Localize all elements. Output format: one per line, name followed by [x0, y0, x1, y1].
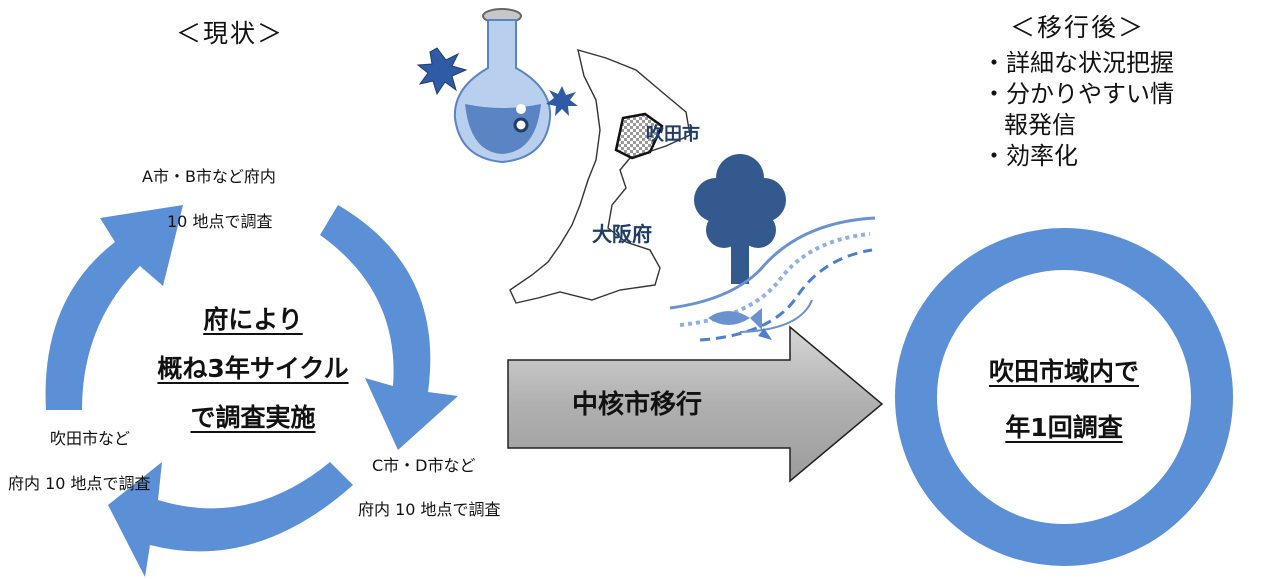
after-bullet-2: ・分かりやすい情: [982, 80, 1174, 108]
transition-arrow: [507, 325, 884, 483]
transition-label: 中核市移行: [572, 390, 703, 420]
tree-icon: [694, 154, 786, 284]
current-heading: ＜現状＞: [176, 19, 285, 48]
group-left-line-1: 吹田市など: [50, 429, 131, 448]
current-center-line-3: で調査実施: [190, 403, 316, 432]
map-city-label: 吹田市: [646, 124, 700, 145]
after-heading: ＜移行後＞: [1010, 13, 1146, 42]
cycle-arrow-bottom: [108, 462, 353, 577]
current-center-line-1: 府により: [203, 305, 303, 334]
cycle-arrows: [45, 205, 458, 577]
cycle-arrow-left: [45, 205, 183, 410]
group-top-line-1: A市・B市など府内: [142, 167, 276, 186]
after-bullet-1: ・詳細な状況把握: [982, 49, 1174, 77]
fish-icon: [708, 308, 772, 340]
flask-icon: [416, 8, 578, 164]
suita-area: [614, 112, 664, 160]
after-bullets: ・詳細な状況把握 ・分かりやすい情 報発信 ・効率化: [982, 48, 1174, 172]
group-top-line-2: 10 地点で調査: [167, 212, 273, 231]
current-center-text: 府により 概ね3年サイクル で調査実施: [142, 295, 364, 442]
cycle-arrow-right: [320, 205, 458, 450]
after-bullet-2-cont: 報発信: [1004, 111, 1076, 139]
osaka-map: [509, 49, 691, 304]
current-center-line-2: 概ね3年サイクル: [157, 354, 349, 383]
after-ring: [895, 228, 1233, 566]
river-icon: [669, 216, 876, 342]
after-bullet-3: ・効率化: [982, 142, 1078, 170]
map-prefecture-label: 大阪府: [592, 222, 652, 246]
group-right-line-2: 府内 10 地点で調査: [358, 500, 501, 519]
group-left-line-2: 府内 10 地点で調査: [8, 474, 151, 493]
after-center-line-2: 年1回調査: [1005, 413, 1123, 442]
after-center-text: 吹田市域内で 年1回調査: [964, 344, 1164, 456]
group-right-line-1: C市・D市など: [372, 456, 476, 475]
after-center-line-1: 吹田市域内で: [988, 357, 1139, 386]
